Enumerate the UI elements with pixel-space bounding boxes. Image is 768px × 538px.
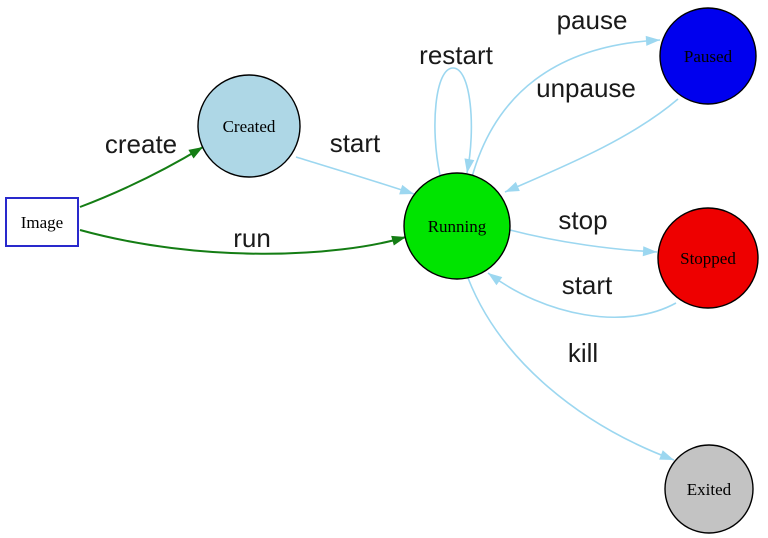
- paused-node-circle: [659, 7, 757, 105]
- node-created: Created: [197, 74, 301, 178]
- node-stopped: Stopped: [657, 207, 759, 309]
- edge-label-create: create: [105, 129, 177, 159]
- exited-node-circle: [664, 444, 754, 534]
- edge-label-start-top: start: [330, 128, 381, 158]
- edge-create-arrowhead-icon: [188, 147, 203, 159]
- edge-unpause: [504, 98, 679, 193]
- edge-label-stop: stop: [558, 205, 607, 235]
- edge-labels: create run start restart pause unpause s…: [105, 5, 636, 368]
- edge-run-arrowhead-icon: [391, 235, 406, 246]
- edge-start-stopped-running-arrowhead-icon: [488, 273, 503, 286]
- edge-label-restart: restart: [419, 40, 493, 70]
- image-node-border: [5, 197, 79, 247]
- edge-label-kill: kill: [568, 338, 598, 368]
- edges: [79, 35, 679, 461]
- node-running: Running: [403, 172, 511, 280]
- exited-node-label: Exited: [687, 480, 732, 499]
- node-paused: Paused: [659, 7, 757, 105]
- edge-stop-arrowhead-icon: [642, 246, 657, 257]
- edge-restart-self-loop: [434, 67, 473, 176]
- edge-kill: [467, 277, 675, 461]
- edge-pause-arrowhead-icon: [645, 35, 660, 46]
- created-node-circle: [197, 74, 301, 178]
- running-node-circle: [403, 172, 511, 280]
- edge-restart-self-loop-arrowhead-icon: [464, 158, 475, 173]
- created-node-label: Created: [223, 117, 276, 136]
- paused-node-label: Paused: [684, 47, 733, 66]
- nodes: Image Created Running Paused Stopped Exi: [5, 7, 759, 534]
- node-exited: Exited: [664, 444, 754, 534]
- edge-label-start-bottom: start: [562, 270, 613, 300]
- edge-label-pause: pause: [557, 5, 628, 35]
- edge-label-run: run: [233, 223, 271, 253]
- image-node-label: Image: [21, 213, 63, 232]
- edge-run: [79, 229, 407, 255]
- edge-start-created-running-arrowhead-icon: [399, 184, 414, 195]
- edge-start-created-running: [295, 156, 415, 195]
- node-image: Image: [5, 197, 79, 247]
- stopped-node-circle: [657, 207, 759, 309]
- edge-kill-arrowhead-icon: [659, 450, 674, 460]
- edge-stop: [509, 229, 658, 253]
- edge-label-unpause: unpause: [536, 73, 636, 103]
- edge-unpause-arrowhead-icon: [505, 181, 520, 192]
- edge-start-stopped-running: [487, 272, 677, 319]
- edge-pause: [471, 39, 661, 178]
- running-node-label: Running: [428, 217, 487, 236]
- stopped-node-label: Stopped: [680, 249, 736, 268]
